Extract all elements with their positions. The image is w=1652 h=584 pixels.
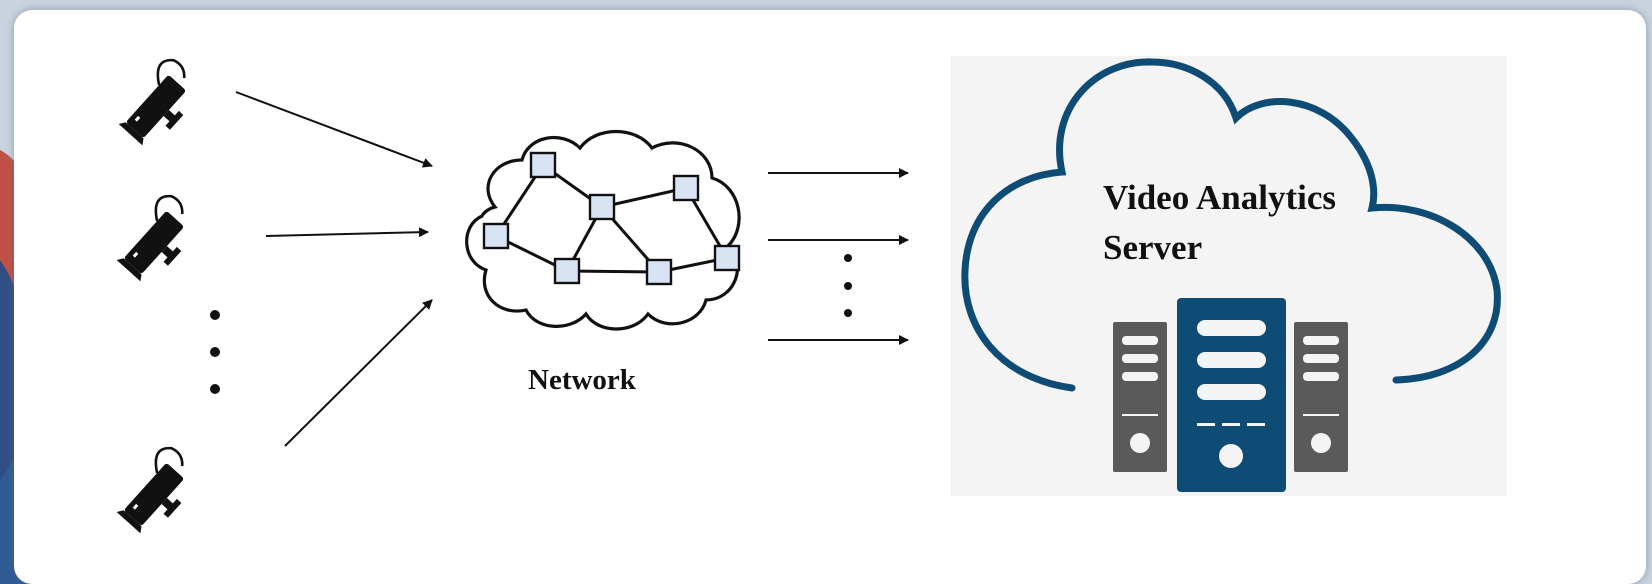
- server-label-line-2: Server: [1103, 228, 1203, 267]
- server-cloud-icon: [961, 58, 1501, 392]
- server-label-line-1: Video Analytics: [1103, 178, 1337, 217]
- network-cloud-icon: [465, 129, 741, 331]
- server-rack-icon: [1113, 298, 1348, 492]
- camera-ellipsis: [210, 310, 220, 394]
- camera-1-icon: [110, 53, 209, 154]
- arrow-camera-2-to-network: [265, 227, 429, 238]
- output-ellipsis: [844, 254, 852, 317]
- camera-2-icon: [108, 189, 207, 290]
- arrow-camera-3-to-network: [284, 299, 433, 447]
- network-label: Network: [528, 364, 636, 396]
- camera-3-icon: [108, 441, 207, 542]
- arrow-camera-1-to-network: [235, 91, 433, 168]
